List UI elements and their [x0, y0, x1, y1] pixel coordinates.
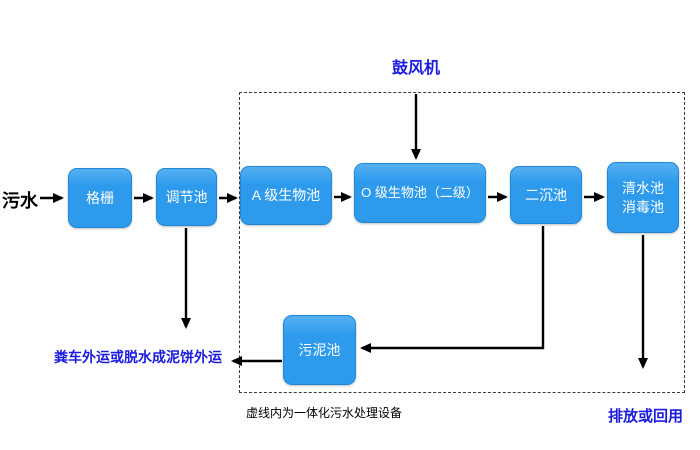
node-clear-water-tank-label-line2: 消毒池	[622, 198, 664, 215]
boundary-caption: 虚线内为一体化污水处理设备	[246, 406, 403, 420]
node-grid-label: 格栅	[86, 189, 114, 206]
node-sludge-tank-label: 污泥池	[298, 341, 341, 358]
sludge-disposal-label: 粪车外运或脱水成泥饼外运	[54, 349, 222, 365]
node-regulating-tank: 调节池	[156, 168, 217, 226]
equipment-boundary-box	[239, 92, 685, 393]
node-secondary-clarifier-label: 二沉池	[525, 186, 567, 203]
influent-label: 污水	[2, 191, 38, 211]
node-a-bio-tank-label: A 级生物池	[251, 187, 321, 204]
discharge-label: 排放或回用	[608, 408, 684, 425]
node-secondary-clarifier: 二沉池	[510, 166, 582, 224]
blower-label: 鼓风机	[392, 60, 441, 77]
node-o-bio-tank: O 级生物池（二级）	[354, 163, 486, 223]
node-regulating-tank-label: 调节池	[165, 188, 208, 205]
node-o-bio-tank-label: O 级生物池（二级）	[361, 185, 479, 201]
node-clear-water-tank-label-line1: 清水池	[622, 179, 664, 196]
node-clear-water-tank: 清水池 消毒池	[607, 162, 679, 233]
node-grid: 格栅	[68, 168, 132, 228]
node-sludge-tank: 污泥池	[283, 315, 356, 385]
node-a-bio-tank: A 级生物池	[240, 166, 332, 225]
